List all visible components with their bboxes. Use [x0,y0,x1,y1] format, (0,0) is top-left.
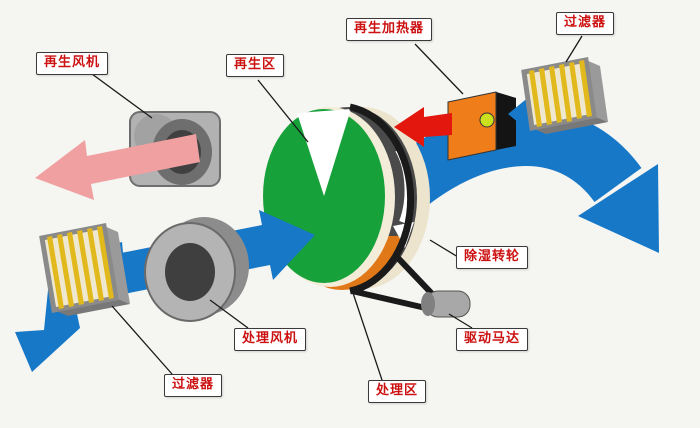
process-air-filter [39,223,130,316]
drive-belt-lower [351,255,439,312]
regeneration-heater [447,91,516,161]
drive-motor-cap [421,292,435,316]
process-fan [144,217,249,322]
label-regen-zone: 再生区 [226,54,285,77]
label-regen-fan: 再生风机 [36,52,109,75]
wheel-regeneration-sector [297,109,351,196]
label-process-zone: 处理区 [368,380,427,403]
heater-indicator-light [479,112,495,128]
label-filter-top: 过滤器 [556,12,615,35]
leader-lines [91,35,583,381]
leader-filter-bottom [111,305,173,375]
label-filter-bottom: 过滤器 [164,374,223,397]
regeneration-air-filter [521,57,608,134]
label-process-fan: 处理风机 [234,328,307,351]
leader-filter-top [565,35,583,63]
leader-regen-heater [414,43,464,95]
drive-belt-and-motor [349,103,471,318]
label-dehumid-wheel: 除湿转轮 [456,246,529,269]
leader-process-zone [351,289,383,381]
leader-regen-fan [91,73,153,119]
hot-air-arrow [394,107,452,147]
leader-regen-zone [257,79,309,143]
regeneration-exhaust-arrow [35,134,200,200]
label-regen-heater: 再生加热器 [346,18,433,41]
process-air-outlet-arrow [375,108,659,253]
leader-dehumid-wheel [429,239,459,258]
label-drive-motor: 驱动马达 [456,328,529,351]
leader-drive-motor [448,313,473,329]
leader-process-fan [209,299,249,329]
drive-belt [349,103,415,295]
